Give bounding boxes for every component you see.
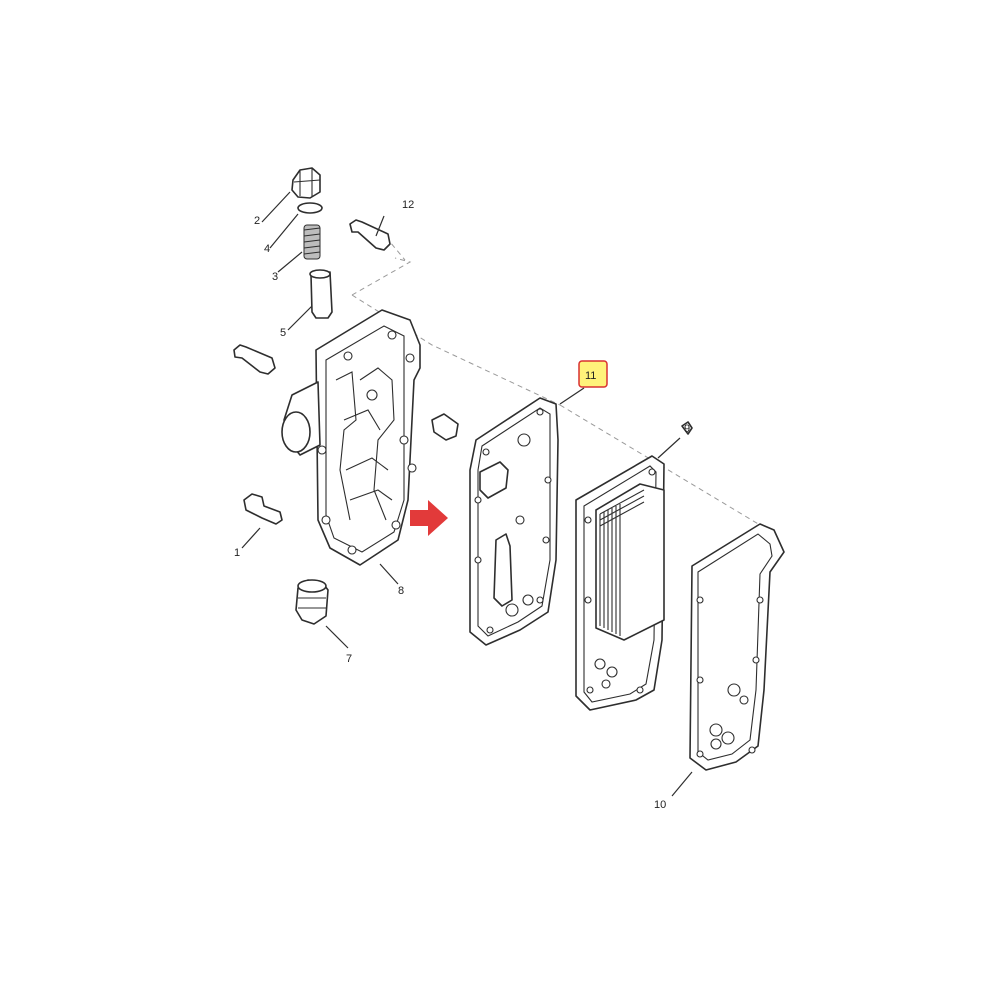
callout-11: 11 [585,370,596,382]
part-5-valve [309,269,333,319]
part-3-spring [303,224,321,260]
callout-12: 12 [402,199,414,211]
part-12-stud [349,219,391,251]
callout-10: 10 [654,799,666,811]
callout-1: 1 [234,547,240,559]
callout-7: 7 [346,653,352,665]
part-10-gasket [689,523,785,771]
part-9-screw [681,421,693,435]
part-7-filter-cap [295,579,329,625]
part-11-gasket [469,397,559,646]
callout-8: 8 [398,585,404,597]
direction-arrow [410,500,448,536]
callout-2: 2 [254,215,260,227]
callout-4: 4 [264,243,270,255]
part-4-o-ring [297,202,323,214]
callout-9: 9 [684,423,690,435]
part-2-plug [291,167,321,199]
part-1-bolt [243,493,283,525]
part-11-highlight-box [578,360,608,388]
stud-left [233,344,276,375]
leader-lines [241,191,693,797]
part-9-oil-cooler [575,455,665,711]
fitting [407,413,459,473]
callout-3: 3 [272,271,278,283]
callout-5: 5 [280,327,286,339]
callout-labels: 1 2 3 4 5 7 8 9 10 11 12 [234,199,690,811]
part-8-filter-housing [281,309,421,566]
